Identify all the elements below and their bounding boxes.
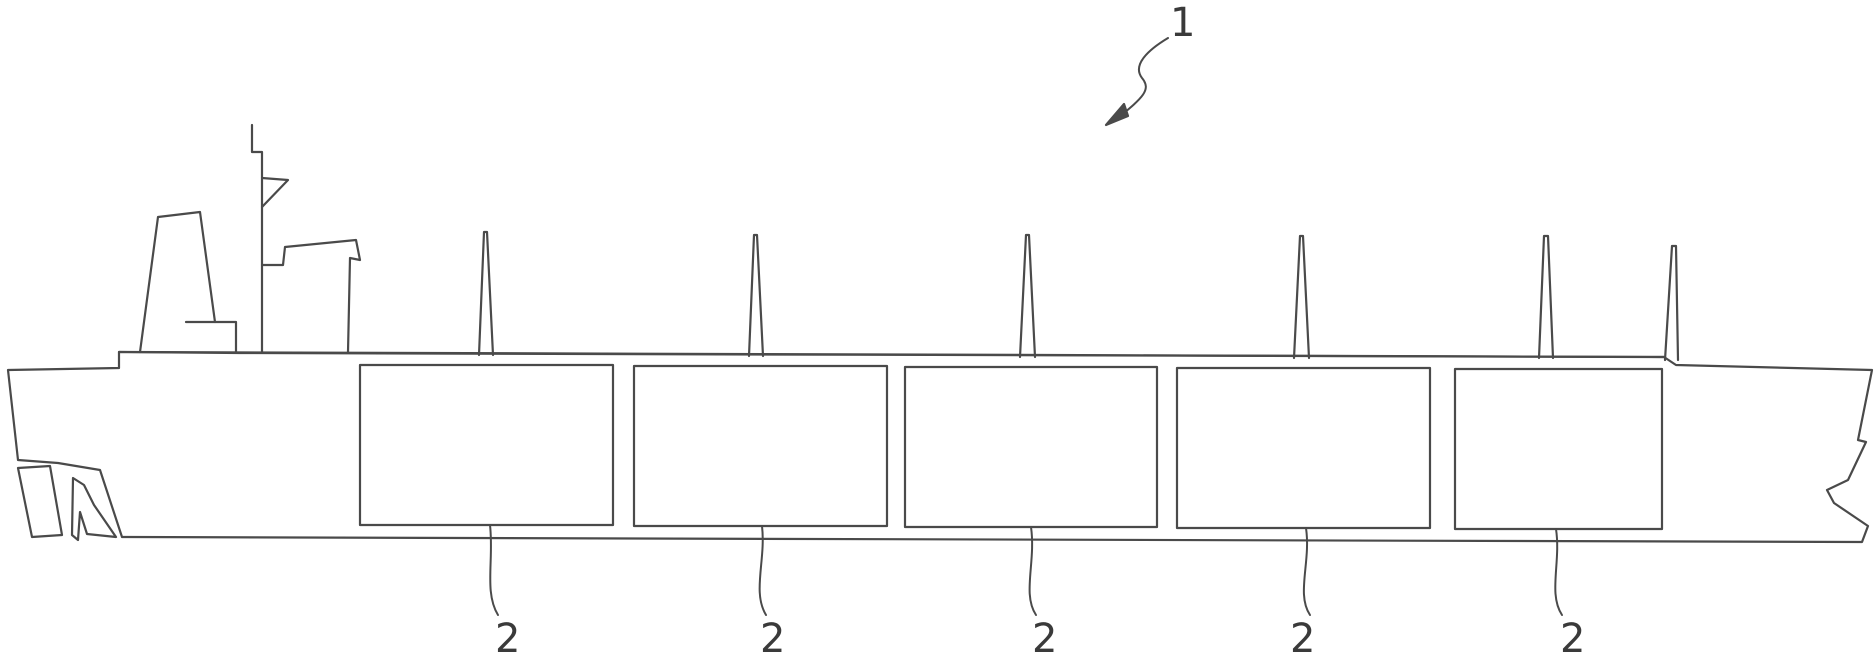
ship-leader-line — [1117, 37, 1169, 119]
main-deck-line — [117, 350, 1666, 359]
vent-mast-5 — [1537, 234, 1555, 360]
tank-leader-2 — [758, 525, 767, 616]
tank-leader-3 — [1028, 526, 1037, 616]
tank-reference-label-2: 2 — [760, 616, 785, 658]
cargo-tank-1 — [358, 363, 615, 527]
ship-reference-label: 1 — [1170, 0, 1195, 46]
funnel — [138, 210, 238, 354]
cargo-tank-3 — [903, 365, 1159, 529]
tank-reference-label-4: 2 — [1290, 616, 1315, 658]
tank-reference-label-5: 2 — [1560, 616, 1585, 658]
vent-mast-1 — [477, 230, 495, 357]
hull-outline — [6, 350, 1874, 544]
tank-leader-5 — [1554, 528, 1563, 616]
cargo-tank-2 — [632, 364, 889, 528]
tank-reference-label-3: 2 — [1032, 616, 1057, 658]
tank-leader-1 — [489, 524, 499, 616]
vent-mast-4 — [1292, 234, 1311, 360]
bow-mast — [1663, 244, 1680, 362]
tank-reference-label-1: 2 — [495, 616, 520, 658]
vent-mast-2 — [747, 233, 765, 358]
ship-leader-arrow — [1104, 102, 1130, 127]
vent-mast-3 — [1018, 233, 1037, 359]
bridge-block — [260, 238, 362, 354]
cargo-tank-5 — [1453, 367, 1664, 531]
cargo-tank-4 — [1175, 366, 1432, 530]
propeller — [70, 476, 118, 542]
rudder — [16, 464, 64, 539]
tank-leader-4 — [1302, 527, 1311, 616]
mast-flag — [260, 176, 290, 209]
mast — [250, 123, 264, 354]
